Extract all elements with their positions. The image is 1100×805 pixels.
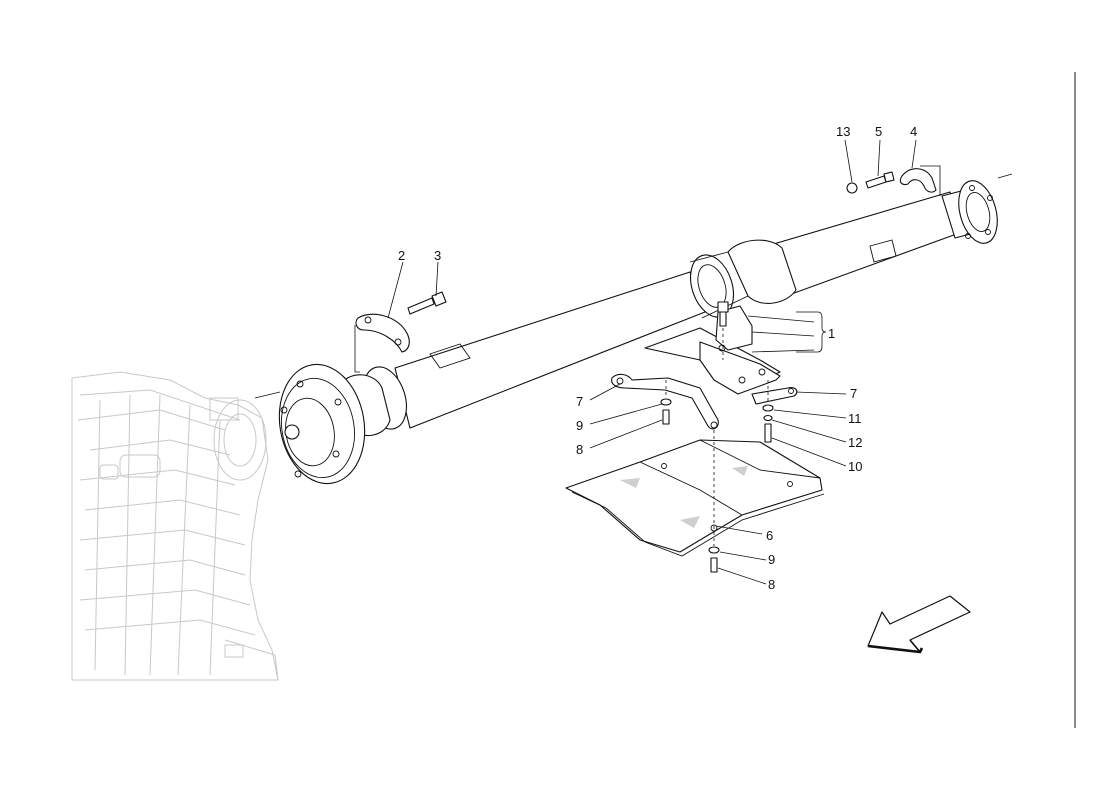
clamp-ring-part-2 xyxy=(354,313,410,373)
callout-1: 1 xyxy=(828,326,835,341)
front-direction-arrow xyxy=(867,595,971,654)
callout-7-left: 7 xyxy=(576,394,583,409)
callout-2: 2 xyxy=(398,248,405,263)
callout-4: 4 xyxy=(910,124,917,139)
callout-8-lower: 8 xyxy=(768,577,775,592)
leader-lines xyxy=(387,139,917,585)
callout-9-lower: 9 xyxy=(768,552,775,567)
callout-labels: 2 3 13 5 4 1 7 7 9 8 11 12 10 6 9 8 xyxy=(398,124,917,592)
callout-6: 6 xyxy=(766,528,773,543)
propeller-shaft xyxy=(254,173,1013,485)
assembly-guides xyxy=(665,328,769,546)
bearing-bracket-part-1 xyxy=(644,301,781,395)
underbody-shield-part-6 xyxy=(565,439,825,557)
callout-8-upper: 8 xyxy=(576,442,583,457)
callout-11: 11 xyxy=(848,411,862,426)
callout-3: 3 xyxy=(434,248,441,263)
support-arm-part-7 xyxy=(611,373,798,430)
bolt-part-3 xyxy=(407,291,447,315)
callout-10: 10 xyxy=(848,459,862,474)
bolt-part-5 xyxy=(865,171,895,189)
callout-12: 12 xyxy=(848,435,862,450)
nut-part-13 xyxy=(846,182,858,194)
callout-5: 5 xyxy=(875,124,882,139)
callout-7-right: 7 xyxy=(850,386,857,401)
callout-13: 13 xyxy=(836,124,850,139)
clamp-ring-part-4 xyxy=(899,165,941,196)
gearbox-housing-ghost xyxy=(71,371,279,681)
callout-9-upper: 9 xyxy=(576,418,583,433)
fasteners xyxy=(660,398,774,573)
